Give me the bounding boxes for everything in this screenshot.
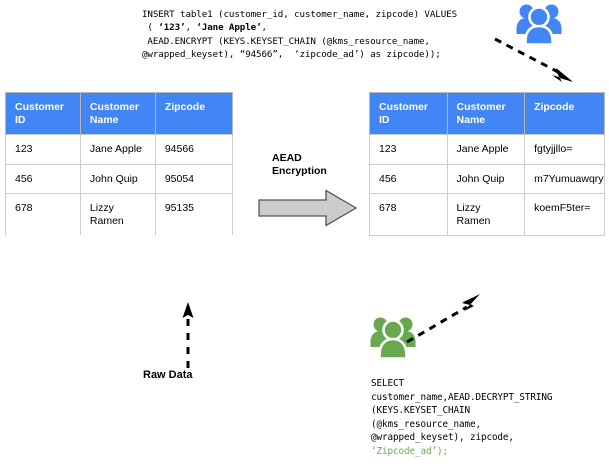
sql-text-run: ‘123’ [158,22,186,34]
cell-zipcode: koemF5ter= [524,193,605,236]
select-sql-statement: SELECT customer_name,AEAD.DECRYPT_STRING (… [371,377,553,459]
sql-text-run: ‘Zipcode_ad’); [371,445,448,457]
cell-customer-id: 678 [5,193,81,235]
cell-zipcode: m7Yumuawqry [524,163,605,194]
cell-customer-name: John Quip [79,163,156,194]
sql-line: (@kms_resource_name, [371,418,552,432]
sql-text-run: ‘Jane Apple’ [196,22,262,34]
table-row: 678 Lizzy Ramen 95135 [5,193,234,235]
table-row: 678 Lizzy Ramen koemF5ter= [369,193,605,236]
sql-text-run: (KEYS.KEYSET_CHAIN [371,405,470,417]
sql-line: SELECT [371,377,552,391]
table-header-row: Customer ID Customer Name Zipcode [5,92,234,135]
column-header-customer-name: Customer Name [79,92,156,135]
table-header-row: Customer ID Customer Name Zipcode [369,92,605,135]
cell-customer-name: Jane Apple [79,134,156,164]
cell-customer-name: John Quip [446,163,526,194]
sql-text-run: SELECT [371,378,404,389]
table-row: 456 John Quip m7Yumuawqry [369,163,605,194]
sql-line: @wrapped_keyset), “94566”, ‘zipcode_ad’)… [142,48,457,61]
people-group-icon-blue [516,1,562,46]
sql-line: INSERT table1 (customer_id, customer_nam… [142,8,457,21]
sql-text-run: , [185,22,197,34]
dashed-arrow-insert-to-table [492,36,577,84]
sql-line: ( ‘123’, ‘Jane Apple’, [142,21,457,34]
cell-zipcode: 94566 [154,134,234,164]
column-header-customer-id: Customer ID [369,92,448,135]
sql-text-run: AEAD.ENCRYPT (KEYS.KEYSET_CHAIN (@kms_re… [142,35,430,47]
people-group-icon-green [370,313,416,360]
sql-text-run: ( [142,22,159,34]
sql-text-run: customer_name,AEAD.DECRYPT_STRING [371,391,553,403]
cell-customer-id: 456 [369,163,448,194]
column-header-zipcode: Zipcode [524,92,605,135]
cell-customer-id: 456 [5,163,81,194]
cell-customer-id: 123 [5,134,81,164]
column-header-customer-id: Customer ID [5,92,81,135]
dashed-arrow-select-from-table [405,292,485,344]
cell-zipcode: 95135 [154,193,234,235]
cell-zipcode: fgtyjjllo= [524,134,605,164]
insert-sql-statement: INSERT table1 (customer_id, customer_nam… [142,8,457,61]
column-header-zipcode: Zipcode [154,92,234,135]
table-row: 123 Jane Apple 94566 [5,134,234,164]
dashed-arrow-up-icon [178,300,198,370]
sql-text-run: , [261,22,268,34]
sql-text-run: @wrapped_keyset), zipcode, [371,432,514,444]
sql-text-run: (@kms_resource_name, [371,418,481,430]
sql-line: ‘Zipcode_ad’); [371,445,552,459]
table-row: 456 John Quip 95054 [5,163,234,194]
cell-customer-name: Lizzy Ramen [79,193,156,235]
sql-line: customer_name,AEAD.DECRYPT_STRING [371,391,553,405]
block-arrow-right-icon [258,189,358,227]
cell-customer-name: Jane Apple [446,134,526,164]
cell-customer-id: 678 [369,193,448,236]
cell-customer-name: Lizzy Ramen [446,193,526,236]
raw-data-table: Customer ID Customer Name Zipcode 123 Ja… [5,92,234,235]
table-row: 123 Jane Apple fgtyjjllo= [369,134,605,164]
sql-text-run: @wrapped_keyset), “94566”, ‘zipcode_ad’)… [142,48,441,60]
cell-zipcode: 95054 [154,163,234,194]
sql-line: @wrapped_keyset), zipcode, [371,431,552,445]
raw-data-label: Raw Data [143,369,193,381]
encrypted-data-table: Customer ID Customer Name Zipcode 123 Ja… [369,92,605,236]
sql-text-run: INSERT table1 (customer_id, customer_nam… [142,9,458,20]
cell-customer-id: 123 [369,134,448,164]
column-header-customer-name: Customer Name [446,92,526,135]
aead-encryption-label: AEAD Encryption [272,152,327,177]
sql-line: (KEYS.KEYSET_CHAIN [371,404,552,418]
sql-line: AEAD.ENCRYPT (KEYS.KEYSET_CHAIN (@kms_re… [142,35,457,48]
